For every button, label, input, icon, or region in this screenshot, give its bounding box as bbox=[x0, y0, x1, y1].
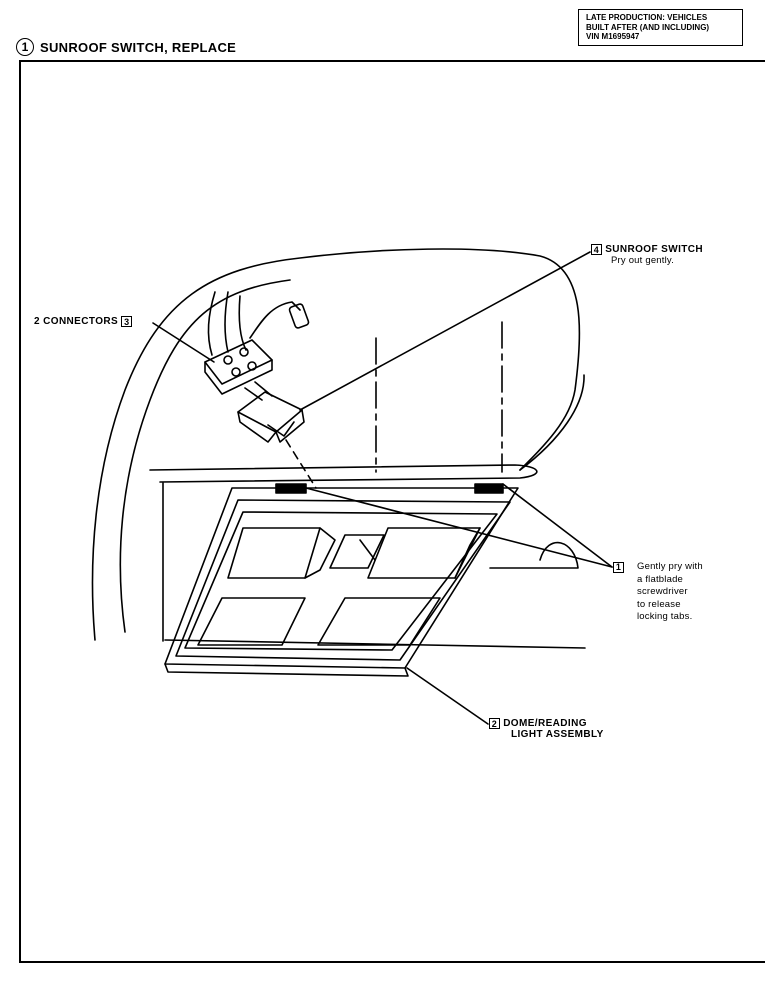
callout-connectors: 2 CONNECTORS 3 bbox=[34, 316, 133, 328]
locking-tab-right bbox=[474, 483, 504, 494]
pry-note-line-3: screwdriver bbox=[637, 586, 688, 597]
dome-light-label-line-1: DOME/READING bbox=[503, 718, 587, 730]
callout-number-3: 3 bbox=[121, 316, 133, 327]
lens-top-left bbox=[227, 527, 321, 579]
frame-left-line bbox=[19, 60, 21, 962]
locking-tab-left bbox=[275, 483, 307, 494]
frame-top-line bbox=[19, 60, 765, 62]
title-text: SUNROOF SWITCH, REPLACE bbox=[40, 39, 237, 55]
callout-sunroof-switch: 4 SUNROOF SWITCH Pry out gently. bbox=[591, 244, 703, 266]
leader-sunroof-switch bbox=[299, 251, 591, 411]
connectors-label: 2 CONNECTORS bbox=[34, 316, 119, 328]
guide-line-3 bbox=[285, 439, 317, 489]
wiring-harness bbox=[207, 291, 247, 356]
frame-bottom-line bbox=[19, 961, 765, 963]
connector-plug bbox=[204, 339, 273, 385]
leader-dome-light bbox=[406, 667, 489, 725]
headliner-outline bbox=[91, 248, 581, 641]
vin-notice-line-2: BUILT AFTER (AND INCLUDING) bbox=[586, 22, 710, 32]
sunroof-switch-label: SUNROOF SWITCH bbox=[605, 244, 704, 256]
callout-number-2: 2 bbox=[489, 718, 500, 729]
roof-rail-line bbox=[149, 464, 538, 483]
leader-connectors bbox=[152, 322, 215, 363]
callout-number-4: 4 bbox=[591, 244, 602, 255]
pry-note-line-1: Gently pry with bbox=[637, 561, 703, 572]
lens-bottom-left bbox=[197, 597, 306, 646]
vin-notice-line-1: LATE PRODUCTION: VEHICLES bbox=[586, 13, 708, 22]
page-title: 1 SUNROOF SWITCH, REPLACE bbox=[16, 38, 236, 56]
lens-bottom-right bbox=[317, 597, 441, 646]
title-step-number: 1 bbox=[16, 38, 34, 56]
vin-notice-box: LATE PRODUCTION: VEHICLES BUILT AFTER (A… bbox=[578, 9, 743, 46]
pry-note-line-4: to release bbox=[637, 598, 681, 610]
sunroof-switch-instruction: Pry out gently. bbox=[611, 255, 675, 267]
headliner-inner-curve bbox=[119, 279, 291, 633]
lens-centre bbox=[329, 534, 385, 569]
pry-note-line-2: a flatblade bbox=[637, 573, 684, 585]
pry-note-line-5: locking tabs. bbox=[637, 611, 693, 622]
headliner-edge bbox=[519, 374, 585, 471]
callout-pry-note: 1 Gently pry with a flatblade screwdrive… bbox=[613, 561, 703, 624]
callout-number-1: 1 bbox=[613, 562, 624, 573]
leader-pry-left bbox=[305, 487, 613, 568]
vin-notice-line-3: VIN M1695947 bbox=[586, 32, 640, 41]
leader-pry-right bbox=[502, 483, 613, 568]
roof-lower-line bbox=[164, 639, 586, 649]
dome-light-label-line-2: LIGHT ASSEMBLY bbox=[511, 729, 604, 741]
callout-dome-light: 2 DOME/READING LIGHT ASSEMBLY bbox=[489, 718, 604, 740]
